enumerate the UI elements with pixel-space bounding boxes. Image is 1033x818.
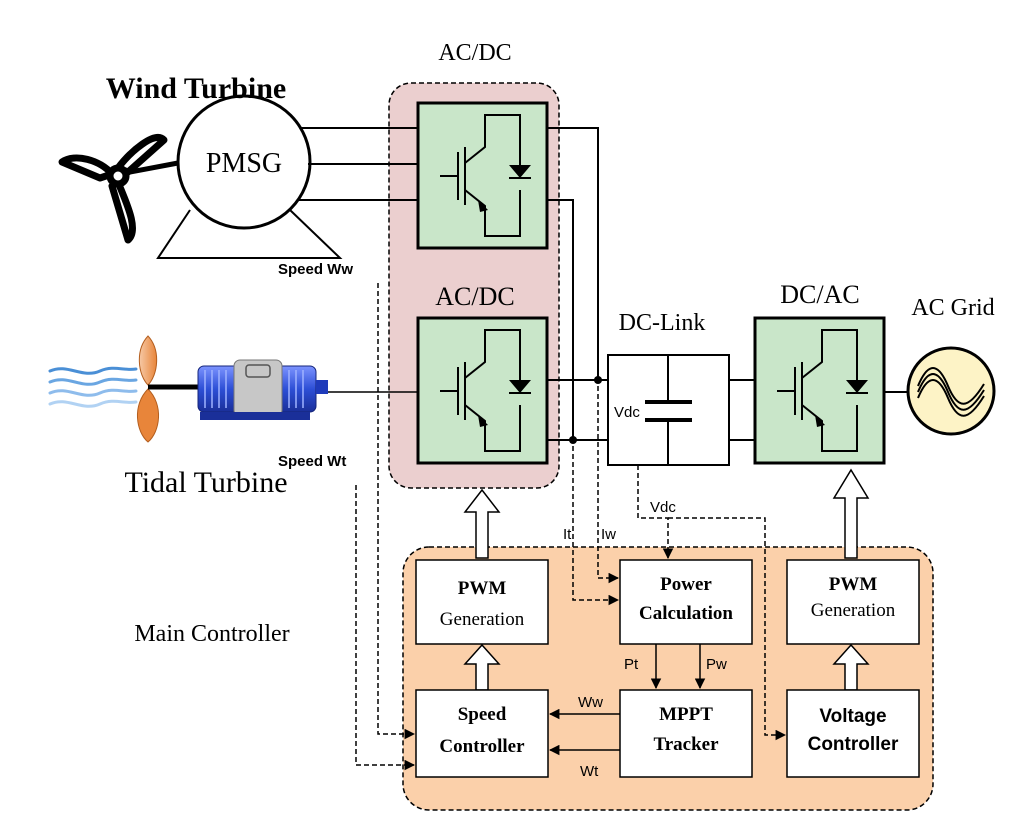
arrow-pwm-to-dcac — [832, 468, 870, 559]
pmsg-circle — [176, 94, 312, 230]
dcac-label: DC/AC — [780, 280, 859, 309]
dcac-converter — [753, 316, 886, 465]
acdc-top-converter — [416, 101, 549, 250]
svg-text:PWM: PWM — [458, 578, 507, 599]
node-top — [594, 376, 602, 384]
wind-turbine-label: Wind Turbine — [106, 72, 286, 105]
dc-link-label: DC-Link — [619, 310, 706, 336]
ac-grid-icon — [906, 346, 996, 436]
acdc-top-label: AC/DC — [438, 40, 511, 66]
voltage-controller-block: Voltage Controller — [786, 689, 920, 778]
turbine-shaft — [124, 160, 179, 176]
tidal-generator-icon — [197, 359, 328, 420]
power-calc-block: Power Calculation — [619, 559, 753, 645]
wt-label: Wt — [580, 763, 599, 780]
tidal-turbine-label: Tidal Turbine — [124, 466, 287, 499]
wind-turbine-icon — [58, 134, 168, 244]
ac-grid-label: AC Grid — [911, 295, 994, 321]
mppt-tracker-block: MPPT Tracker — [619, 689, 753, 778]
hollow-arrows — [463, 468, 870, 691]
ww-label: Ww — [578, 694, 603, 711]
svg-text:Speed: Speed — [458, 704, 507, 725]
svg-text:Calculation: Calculation — [639, 603, 733, 624]
wind-power-lines — [298, 127, 418, 201]
svg-text:Voltage: Voltage — [819, 706, 886, 727]
svg-text:Generation: Generation — [811, 600, 896, 621]
iw-label: Iw — [601, 526, 616, 543]
dc-link-box — [607, 354, 730, 466]
pw-label: Pw — [706, 656, 727, 673]
arrow-speed-to-pwm — [463, 643, 501, 691]
speed-controller-block: Speed Controller — [415, 689, 549, 778]
arrow-voltage-to-pwm — [832, 643, 870, 691]
pmsg-base — [156, 209, 343, 259]
svg-text:Power: Power — [660, 574, 712, 595]
acdc-mid-converter — [416, 316, 549, 465]
mppt-signal-arrows — [548, 644, 706, 756]
speed-wt-label: Speed Wt — [278, 453, 346, 470]
pmsg-label: PMSG — [206, 148, 282, 179]
svg-text:Generation: Generation — [440, 609, 525, 630]
it-label: It — [563, 526, 572, 543]
dc-to-inverter-lines — [729, 379, 755, 441]
dashed-feedback-lines — [355, 283, 787, 771]
svg-text:Tracker: Tracker — [653, 734, 719, 755]
pwm-left-block: PWM Generation — [415, 559, 549, 645]
vdc-signal-label: Vdc — [650, 499, 676, 516]
pt-label: Pt — [624, 656, 639, 673]
svg-text:Controller: Controller — [439, 736, 525, 757]
node-bottom — [569, 436, 577, 444]
arrow-pwm-to-acdc — [463, 488, 501, 559]
main-controller-label: Main Controller — [134, 621, 289, 647]
acdc-mid-label: AC/DC — [435, 282, 514, 311]
svg-text:PWM: PWM — [829, 574, 878, 595]
speed-ww-label: Speed Ww — [278, 261, 353, 278]
water-waves-icon — [48, 366, 138, 408]
svg-text:Controller: Controller — [808, 734, 899, 755]
svg-text:MPPT: MPPT — [659, 704, 713, 725]
tidal-blade-icon — [136, 335, 160, 443]
pwm-right-block: PWM Generation — [786, 559, 920, 645]
vdc-cap-label: Vdc — [614, 404, 640, 421]
